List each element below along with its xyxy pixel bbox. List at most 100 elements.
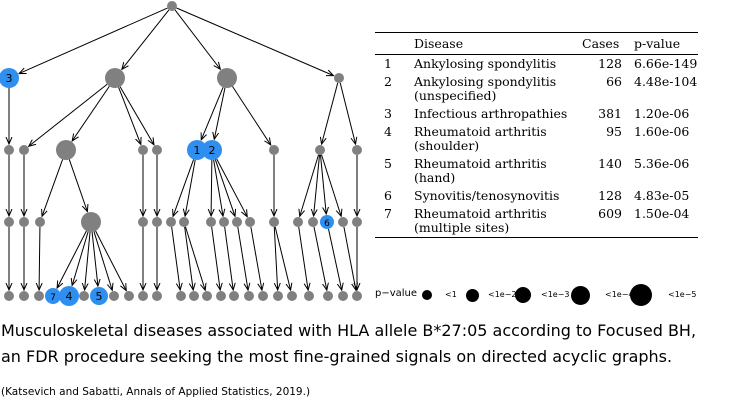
dag-node	[152, 291, 162, 301]
pvalue-legend: p−value <1<1e−2<1e−3<1e−4<1e−5	[375, 284, 705, 306]
cell-disease: Synovitis/tenosynovitis	[414, 187, 582, 205]
caption-line-1: Musculoskeletal diseases associated with…	[1, 321, 697, 340]
dag-edge-arrow	[122, 9, 170, 69]
dag-node	[152, 145, 162, 155]
dag-node-significant	[90, 287, 108, 305]
dag-edge-arrow	[216, 158, 248, 217]
caption-line-2: an FDR procedure seeking the most fine-g…	[1, 347, 673, 366]
dag-edge-arrow	[273, 226, 277, 290]
dag-edge-arrow	[85, 231, 91, 290]
header-index	[375, 33, 414, 55]
dag-node-label: 6	[324, 219, 330, 229]
dag-node-label: 1	[194, 144, 201, 157]
dag-node	[352, 291, 362, 301]
cell-index: 4	[384, 124, 392, 139]
cell-disease: Rheumatoid arthritis(multiple sites)	[414, 205, 582, 238]
cell-disease: Ankylosing spondylitis(unspecified)	[414, 73, 582, 105]
cell-cases: 381	[598, 106, 622, 121]
dag-node	[219, 217, 229, 227]
dag-node-label: 2	[209, 144, 216, 157]
dag-node-label: 7	[50, 293, 56, 303]
cell-index: 2	[384, 74, 392, 89]
dag-node	[269, 217, 279, 227]
dag-edge-arrow	[224, 226, 234, 290]
dag-node	[315, 145, 325, 155]
cell-pvalue: 5.36e-06	[634, 156, 690, 171]
legend-dot-icon	[630, 284, 652, 306]
dag-node	[138, 291, 148, 301]
cell-pvalue: 4.83e-05	[634, 188, 690, 203]
cell-cases: 140	[598, 156, 622, 171]
dag-edge-arrow	[322, 82, 339, 144]
dag-node	[19, 217, 29, 227]
dag-node	[273, 291, 283, 301]
dag-edge-arrow	[39, 226, 40, 290]
dag-node	[232, 217, 242, 227]
dag-node	[56, 140, 76, 160]
cell-cases: 66	[606, 74, 622, 89]
legend-title: p−value	[375, 288, 418, 299]
dag-edge-arrow	[314, 154, 321, 216]
dag-node	[19, 291, 29, 301]
dag-node	[308, 217, 318, 227]
cell-cases: 128	[598, 56, 622, 71]
dag-edge-arrow	[118, 87, 141, 144]
dag-edge-arrow	[95, 230, 127, 291]
dag-node-significant	[202, 140, 222, 160]
legend-label: <1	[445, 290, 457, 299]
cell-pvalue: 1.20e-06	[634, 106, 690, 121]
dag-node	[19, 145, 29, 155]
dag-node-significant	[45, 288, 61, 304]
dag-node-label: 5	[96, 290, 103, 303]
cell-index: 5	[384, 156, 392, 171]
dag-node	[304, 291, 314, 301]
dag-edge-arrow	[174, 9, 220, 69]
dag-node	[4, 145, 14, 155]
dag-edges	[9, 7, 357, 291]
dag-edge-arrow	[72, 231, 89, 286]
dag-edge-arrow	[173, 159, 195, 216]
dag-node-significant	[59, 286, 79, 306]
dag-node	[105, 68, 125, 88]
dag-edge-arrow	[211, 159, 212, 216]
dag-node	[217, 68, 237, 88]
dag-node	[202, 291, 212, 301]
dag-edge-arrow	[319, 154, 326, 214]
dag-edge-arrow	[298, 226, 308, 290]
legend-label: <1e−5	[668, 290, 697, 299]
legend-dot-icon	[465, 288, 479, 302]
dag-node	[334, 73, 344, 83]
dag-edge-arrow	[185, 226, 205, 290]
dag-node	[167, 1, 177, 11]
table-header-row: Disease Cases p-value	[375, 32, 698, 55]
dag-node	[34, 291, 44, 301]
disease-name-line: Rheumatoid arthritis	[414, 206, 547, 221]
dag-node	[138, 145, 148, 155]
dag-edge-arrow	[321, 154, 342, 217]
dag-edge-arrow	[68, 159, 87, 211]
dag-node	[323, 291, 333, 301]
cell-cases: 128	[598, 188, 622, 203]
legend-dot-icon	[570, 285, 590, 305]
figure-caption: Musculoskeletal diseases associated with…	[1, 318, 696, 370]
cell-pvalue: 1.60e-06	[634, 124, 690, 139]
dag-edge-arrow	[214, 87, 226, 139]
dag-node-significant	[187, 140, 207, 160]
legend-label: <1e−4	[605, 290, 634, 299]
cell-index: 7	[384, 206, 392, 221]
dag-edge-arrow	[327, 228, 341, 290]
dag-edge-arrow	[29, 83, 108, 146]
disease-name-line: (hand)	[414, 170, 456, 185]
dag-edge-arrow	[237, 226, 248, 290]
dag-node	[293, 217, 303, 227]
cell-index: 6	[384, 188, 392, 203]
dag-node	[35, 217, 45, 227]
dag-edge-arrow	[176, 7, 334, 76]
